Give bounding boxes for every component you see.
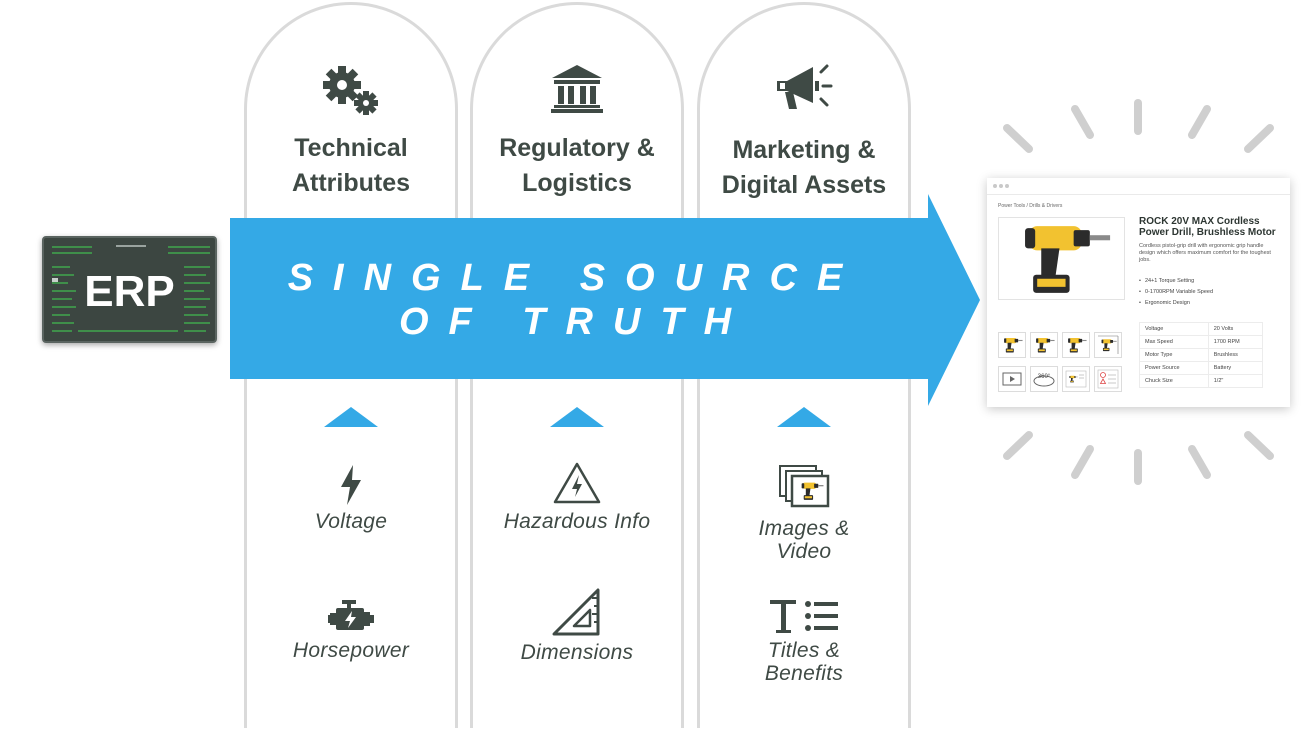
erp-code-lines (52, 245, 210, 332)
burst-lines (1003, 99, 1274, 485)
drill-image (1025, 226, 1111, 293)
hazard-warning-icon (553, 462, 601, 504)
rotate-360-icon: 360° (1033, 374, 1055, 387)
svg-text:360°: 360° (1038, 374, 1051, 380)
drill-dimension-image (1098, 335, 1119, 354)
pillar-title: Marketing &Digital Assets (721, 136, 887, 199)
product-main-image[interactable] (998, 217, 1125, 300)
window-dot-icon (999, 184, 1003, 188)
product-bullets: 24+1 Torque Setting 0-1700RPM Variable S… (1139, 276, 1213, 309)
item-titles-benefits: Titles &Benefits (700, 598, 908, 685)
window-bar (987, 178, 1290, 195)
gears-icon (323, 66, 378, 115)
window-dot-icon (1005, 184, 1009, 188)
product-page-card: Power Tools / Drills & Drivers 360° (987, 178, 1290, 407)
product-title: ROCK 20V MAX Cordless Power Drill, Brush… (1139, 216, 1276, 238)
item-hazardous-info: Hazardous Info (473, 461, 681, 533)
play-video-icon (1002, 372, 1022, 386)
text-list-icon (770, 600, 838, 633)
erp-label: ERP (84, 267, 175, 316)
product-thumbnail[interactable] (1062, 366, 1090, 392)
list-item: 24+1 Torque Setting (1139, 276, 1213, 287)
pillar-title: Regulatory &Logistics (499, 134, 655, 197)
item-voltage: Voltage (247, 465, 455, 533)
up-triangle-icon (777, 407, 831, 427)
up-triangle-icon (550, 407, 604, 427)
window-dot-icon (993, 184, 997, 188)
lightning-bolt-icon (341, 465, 361, 505)
product-thumbnail[interactable] (1062, 332, 1090, 358)
360-view-thumbnail[interactable]: 360° (1030, 366, 1058, 392)
product-thumbnail[interactable] (1094, 332, 1122, 358)
list-item: Ergonomic Design (1139, 298, 1213, 309)
item-horsepower: Horsepower (247, 600, 455, 662)
erp-box: ERP (42, 236, 217, 343)
drill-image (1004, 337, 1023, 353)
safety-sheet-thumbnail[interactable] (1094, 366, 1122, 392)
drill-image (1036, 337, 1055, 353)
megaphone-icon (777, 64, 833, 109)
drill-image (1068, 337, 1087, 353)
up-triangle-icon (324, 407, 378, 427)
product-thumbnail[interactable] (1030, 332, 1058, 358)
product-description: Cordless pistol-grip drill with ergonomi… (1139, 243, 1271, 263)
single-source-arrow (230, 194, 980, 406)
item-images-video: Images &Video (700, 464, 908, 563)
safety-document-icon (1097, 369, 1119, 389)
breadcrumb[interactable]: Power Tools / Drills & Drivers (998, 203, 1063, 209)
video-thumbnail[interactable] (998, 366, 1026, 392)
engine-icon (328, 600, 374, 630)
drill-document-image (1065, 370, 1087, 388)
list-item: 0-1700RPM Variable Speed (1139, 287, 1213, 298)
item-dimensions: Dimensions (473, 588, 681, 664)
photo-stack-icon (779, 465, 830, 508)
product-thumbnail[interactable] (998, 332, 1026, 358)
bank-building-icon (551, 65, 603, 113)
set-square-ruler-icon (552, 588, 600, 636)
